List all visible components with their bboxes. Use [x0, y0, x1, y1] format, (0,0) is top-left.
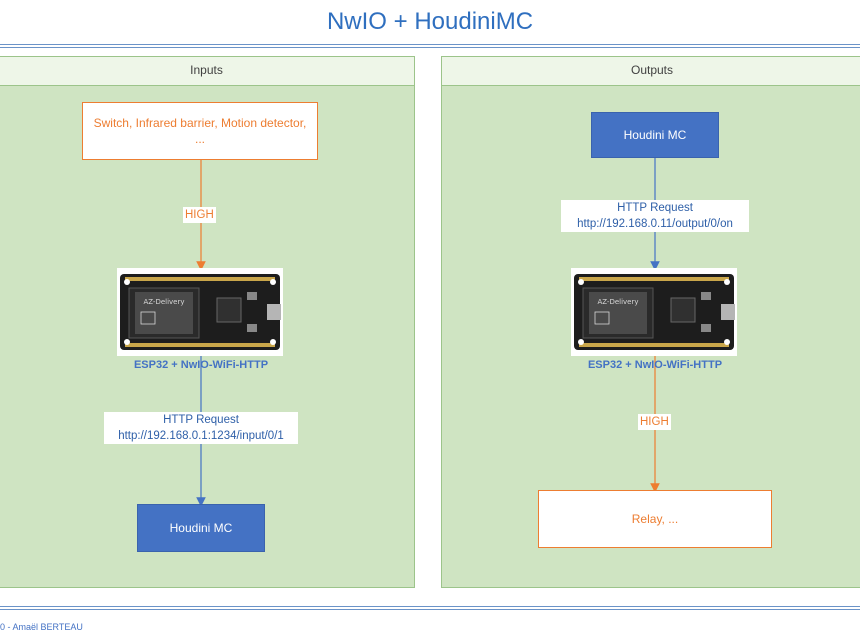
footer-rule-bottom: [0, 609, 860, 610]
inputs-board-caption: ESP32 + NwIO-WiFi-HTTP: [91, 359, 311, 371]
inputs-target-box: Houdini MC: [137, 504, 265, 552]
outputs-target-box: Relay, ...: [538, 490, 772, 548]
outputs-signal-label: HIGH: [638, 414, 671, 430]
footer-rule-top: [0, 606, 860, 607]
outputs-esp32-board-image: AZ-Delivery: [571, 268, 737, 356]
outputs-request-url: http://192.168.0.11/output/0/on: [561, 216, 749, 232]
inputs-request-title: HTTP Request: [104, 412, 298, 428]
inputs-board-brand: AZ-Delivery: [143, 298, 184, 306]
footer-credit: 0 - Amaël BERTEAU: [0, 622, 83, 632]
outputs-request-title: HTTP Request: [561, 200, 749, 216]
inputs-request-url: http://192.168.0.1:1234/input/0/1: [104, 428, 298, 444]
outputs-board-caption: ESP32 + NwIO-WiFi-HTTP: [545, 359, 765, 371]
outputs-board-brand: AZ-Delivery: [597, 298, 638, 306]
inputs-request-label: HTTP Request http://192.168.0.1:1234/inp…: [104, 412, 298, 444]
outputs-request-label: HTTP Request http://192.168.0.11/output/…: [561, 200, 749, 232]
inputs-signal-label: HIGH: [183, 207, 216, 223]
outputs-source-box: Houdini MC: [591, 112, 719, 158]
inputs-esp32-board-image: AZ-Delivery: [117, 268, 283, 356]
inputs-source-box: Switch, Infrared barrier, Motion detecto…: [82, 102, 318, 160]
